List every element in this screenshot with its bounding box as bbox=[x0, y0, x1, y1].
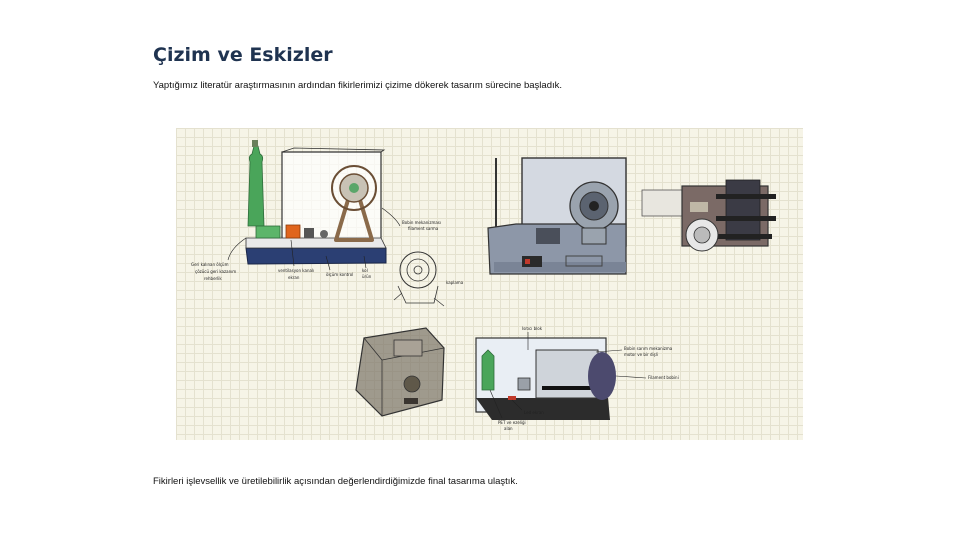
sketch-4-enclosure bbox=[355, 327, 445, 417]
sketch-1-label-c: rehberlik bbox=[204, 276, 222, 281]
sketch-1-label-f: ölçüm kontrol bbox=[326, 272, 353, 277]
sketch-2-machine bbox=[487, 157, 627, 275]
sketch-1-label-j: filament sarma bbox=[408, 226, 439, 231]
sketch-1-label-k: kaplama bbox=[446, 280, 464, 285]
sketch-3-topview bbox=[641, 179, 776, 252]
sketch-5-label-b: Bobin sarım mekanizma bbox=[624, 346, 673, 351]
sketch-1-label-b: çözücü geri kazanım bbox=[195, 269, 236, 274]
sketch-5-label-e: Led ekran bbox=[524, 410, 544, 415]
sketch-1-label-i: Bobin mekanizması bbox=[402, 220, 441, 225]
sketch-5-label-d: Filament bobini bbox=[648, 375, 679, 380]
sketch-1-label-e: ekran bbox=[288, 275, 300, 280]
sketch-5-label-g: alan bbox=[504, 426, 513, 431]
sketch-1-label-a: Geri kalınan ölçüm bbox=[191, 262, 229, 267]
sketch-1-machine: Geri kalınan ölçüm çözücü geri kazanım r… bbox=[191, 140, 464, 307]
sketch-1-label-g: kol bbox=[362, 268, 368, 273]
sketch-1-label-d: ventilasyon kanalı bbox=[278, 268, 314, 273]
page-title: Çizim ve Eskizler bbox=[153, 44, 333, 66]
sketch-5-label-a: Isıtıcı blok bbox=[522, 326, 543, 331]
sketch-5-label-f: PET ve ezeliği bbox=[498, 420, 526, 425]
sketch-5-cutaway: Isıtıcı blok Bobin sarım mekanizma motor… bbox=[475, 326, 679, 431]
sketch-figure: Geri kalınan ölçüm çözücü geri kazanım r… bbox=[176, 128, 803, 440]
sketch-5-label-c: motor ve bir dişli bbox=[624, 352, 658, 357]
sketch-drawing: Geri kalınan ölçüm çözücü geri kazanım r… bbox=[191, 140, 776, 431]
sketch-1-label-h: ürün bbox=[362, 274, 372, 279]
outro-paragraph: Fikirleri işlevsellik ve üretilebilirlik… bbox=[153, 476, 518, 487]
intro-paragraph: Yaptığımız literatür araştırmasının ardı… bbox=[153, 80, 563, 91]
